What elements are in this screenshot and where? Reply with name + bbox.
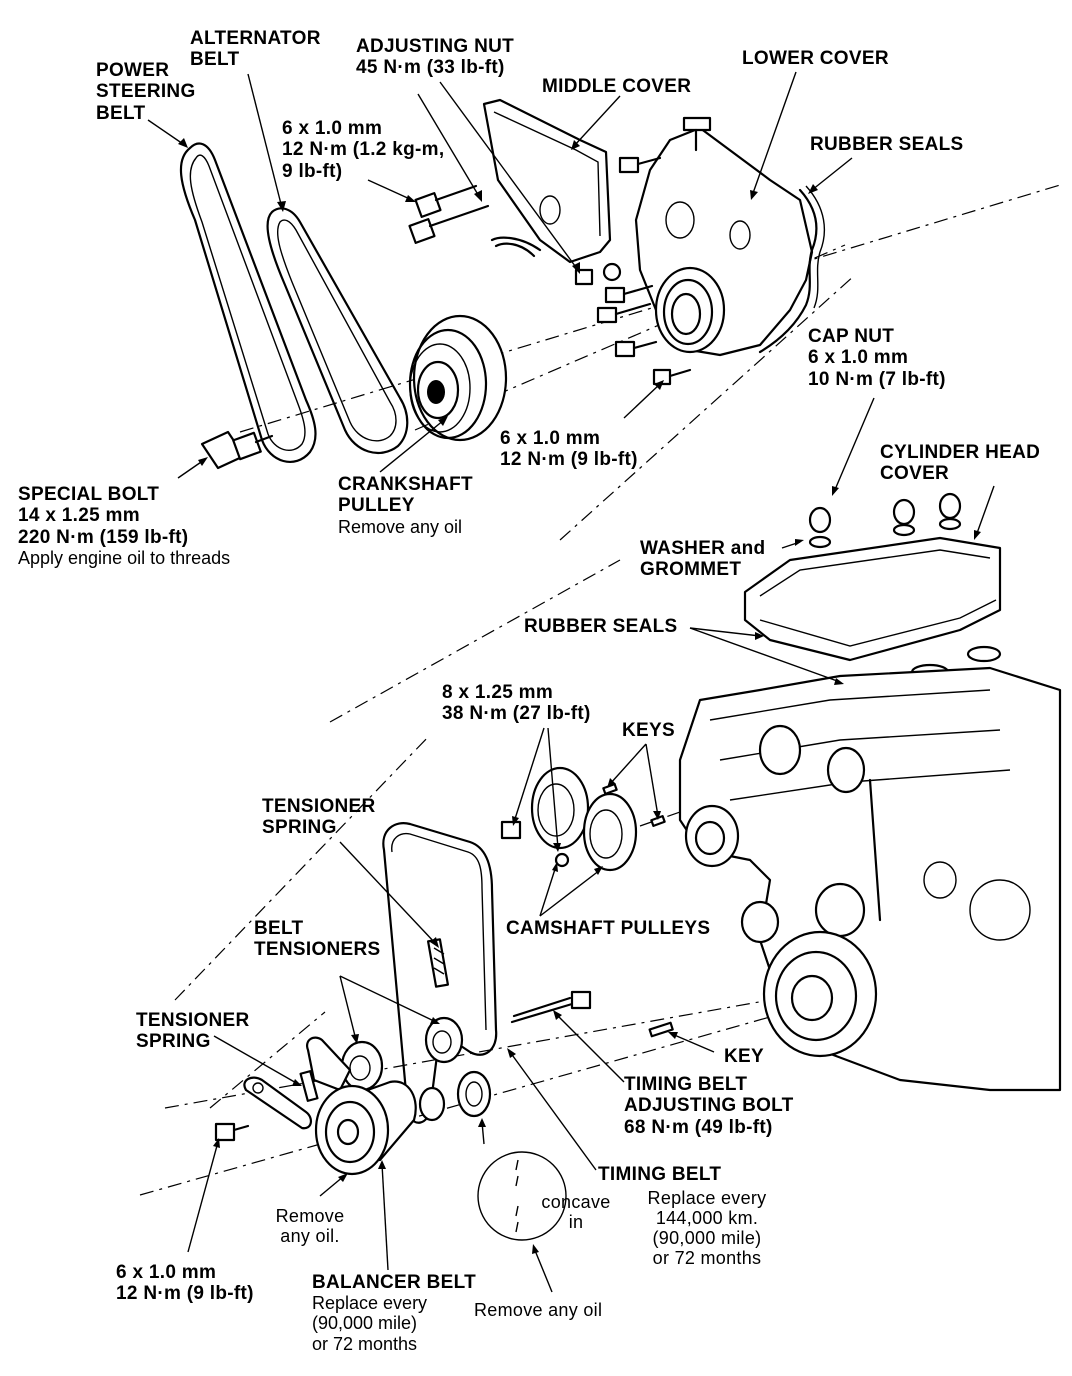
bolt-8x125-label: 8 x 1.25 mm 38 N·m (27 lb-ft): [442, 682, 591, 725]
tensioner-spring-bottom-label: TENSIONER SPRING: [136, 1010, 250, 1053]
key-label: KEY: [724, 1046, 764, 1067]
balancer-pulley: [314, 1080, 446, 1176]
timing-belt: [382, 822, 498, 1124]
keys-label: KEYS: [622, 720, 675, 741]
middle-cover-label: MIDDLE COVER: [542, 76, 692, 97]
alternator-belt: [266, 207, 409, 455]
power-steering-belt-label: POWER STEERING BELT: [96, 60, 196, 124]
remove-any-oil-bottom-label: Remove any oil: [474, 1300, 603, 1320]
bolt-6x1-12nm-label: 6 x 1.0 mm 12 N·m (1.2 kg-m, 9 lb-ft): [282, 118, 445, 182]
adjusting-bolt: [510, 990, 674, 1038]
rubber-seals-mid-label: RUBBER SEALS: [524, 616, 678, 637]
timing-belt-adjusting-bolt-label: TIMING BELT ADJUSTING BOLT 68 N·m (49 lb…: [624, 1074, 794, 1138]
washer-and-grommet-label: WASHER and GROMMET: [640, 538, 766, 581]
belt-tensioners: [306, 1016, 464, 1092]
belt-tensioners-label: BELT TENSIONERS: [254, 918, 381, 961]
crankshaft-pulley: [408, 314, 508, 442]
camshaft-pulleys: [500, 766, 666, 872]
bolts-upper-left: [408, 184, 542, 258]
rubber-seals-top-label: RUBBER SEALS: [810, 134, 964, 155]
camshaft-pulleys-label: CAMSHAFT PULLEYS: [506, 918, 711, 939]
special-bolt: [200, 430, 274, 470]
adjusting-nut-label: ADJUSTING NUT 45 N·m (33 lb-ft): [356, 36, 515, 79]
timing-belt-label: TIMING BELT: [598, 1164, 722, 1185]
crankshaft-pulley-label: CRANKSHAFT PULLEY Remove any oil: [338, 474, 473, 537]
engine-block: [678, 666, 1062, 1092]
power-steering-belt: [179, 142, 317, 463]
balancer-belt-label: BALANCER BELT Replace every (90,000 mile…: [312, 1272, 476, 1354]
lower-cover: [634, 116, 814, 357]
concave-in-label: concave in: [541, 1192, 611, 1233]
rubber-seal-top: [758, 185, 826, 354]
lower-cover-label: LOWER COVER: [742, 48, 889, 69]
cylinder-head-cover: [743, 492, 1002, 662]
concave-inset: [477, 1151, 567, 1241]
bolts-lower-cover: [574, 156, 692, 386]
bolt-6x1-12nm-bottom-label: 6 x 1.0 mm 12 N·m (9 lb-ft): [116, 1262, 254, 1305]
timing-belt-note: Replace every 144,000 km. (90,000 mile) …: [647, 1188, 767, 1269]
remove-any-oil-balancer-label: Remove any oil.: [275, 1206, 345, 1247]
cylinder-head-cover-label: CYLINDER HEAD COVER: [880, 442, 1041, 485]
tensioner-spring-bottom-part: [299, 1070, 319, 1102]
cap-nut-label: CAP NUT 6 x 1.0 mm 10 N·m (7 lb-ft): [808, 326, 946, 390]
alternator-belt-label: ALTERNATOR BELT: [190, 28, 321, 71]
leader-arrows: [147, 71, 995, 1293]
tensioner-bracket: [214, 1076, 312, 1142]
oil-seal: [456, 1070, 492, 1118]
bolt-6x1-12nm-mid-label: 6 x 1.0 mm 12 N·m (9 lb-ft): [500, 428, 638, 471]
tensioner-spring-top-label: TENSIONER SPRING: [262, 796, 376, 839]
special-bolt-label: SPECIAL BOLT 14 x 1.25 mm 220 N·m (159 l…: [18, 484, 231, 568]
